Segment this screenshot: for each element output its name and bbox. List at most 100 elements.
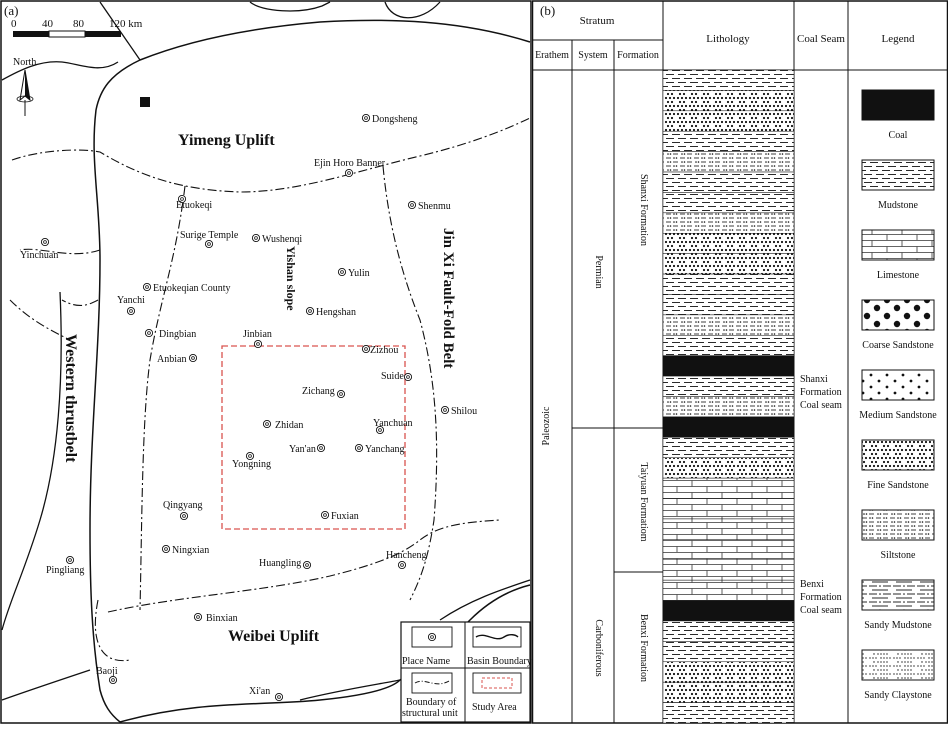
svg-text:Shilou: Shilou <box>451 406 477 417</box>
place-marker: Suide <box>381 371 413 382</box>
lithology-layer-limestone <box>662 579 795 601</box>
coal-seam-benxi: Benxi Formation Coal seam <box>800 579 842 616</box>
lithology-layer-mudstone <box>662 171 795 193</box>
key-basin-boundary: Basin Boundary <box>467 656 532 667</box>
fault-lines <box>1 1 531 721</box>
lithology-layer-mudstone <box>662 437 795 458</box>
lithology-layer-mudstone <box>662 130 795 152</box>
header-formation: Formation <box>617 50 659 61</box>
place-marker: Etuokeqian County <box>142 282 231 294</box>
svg-text:Anbian: Anbian <box>157 354 186 365</box>
svg-text:Yulin: Yulin <box>348 268 370 279</box>
legend-label-fine: Fine Sandstone <box>867 480 929 491</box>
place-marker: Shilou <box>440 405 477 417</box>
place-marker: Dingbian <box>144 328 196 340</box>
svg-text:Yanchi: Yanchi <box>117 295 145 306</box>
lithology-layer-mudstone <box>662 273 795 295</box>
lithology-layer-mudstone <box>662 335 795 356</box>
scale-tick-40: 40 <box>42 18 54 30</box>
erathem-label: Paleozoic <box>541 406 552 445</box>
legend-label-limestone: Limestone <box>877 270 920 281</box>
header-lithology: Lithology <box>706 33 750 45</box>
lithology-layer-siltstone <box>662 314 795 336</box>
lithology-layer-mudstone <box>662 192 795 214</box>
svg-text:Etuokeqian County: Etuokeqian County <box>153 283 231 294</box>
legend-swatch-coarse <box>861 299 935 331</box>
region-weibei-uplift: Weibei Uplift <box>228 628 320 645</box>
place-marker: Surige Temple <box>180 230 239 249</box>
scale-tick-80: 80 <box>73 18 85 30</box>
formation-benxi: Benxi Formation <box>638 614 649 682</box>
svg-text:Baoji: Baoji <box>96 666 118 677</box>
key-place-name: Place Name <box>402 656 451 667</box>
svg-text:Zhidan: Zhidan <box>275 420 303 431</box>
coal-seam-shanxi: Shanxi Formation Coal seam <box>800 374 842 411</box>
structural-boundaries <box>9 117 531 662</box>
scale-tick-0: 0 <box>11 18 17 30</box>
lithology-layer-limestone <box>662 498 795 520</box>
svg-text:Yongning: Yongning <box>232 459 271 470</box>
legend-swatch-coal <box>861 89 935 121</box>
svg-text:Xi'an: Xi'an <box>249 686 270 697</box>
stratigraphic-panel: (b) Stratum Erathem System Formation Lit… <box>531 0 948 724</box>
svg-text:Yanchuan: Yanchuan <box>373 418 413 429</box>
svg-text:Etuokeqi: Etuokeqi <box>176 200 212 211</box>
lithology-column <box>662 69 795 724</box>
svg-text:Shanxi: Shanxi <box>800 374 828 385</box>
header-coal-seam: Coal Seam <box>797 33 845 45</box>
svg-text:Hengshan: Hengshan <box>316 307 356 318</box>
place-marker: Fuxian <box>320 510 359 522</box>
place-marker: Yulin <box>337 267 370 279</box>
places: Dongsheng Ejin Horo Banner Shenmu Etuoke… <box>20 113 477 702</box>
svg-text:Binxian: Binxian <box>206 613 238 624</box>
lithology-layer-coal <box>662 355 795 377</box>
lithology-layer-mudstone <box>662 702 795 724</box>
lithology-layer-coal <box>662 416 795 438</box>
legend-swatch-limestone <box>861 229 935 261</box>
svg-text:Wushenqi: Wushenqi <box>262 234 302 245</box>
place-marker: Yanchuan <box>373 418 413 435</box>
svg-text:Qingyang: Qingyang <box>163 500 202 511</box>
svg-text:Coal seam: Coal seam <box>800 400 842 411</box>
legend-label-coarse: Coarse Sandstone <box>862 340 934 351</box>
svg-text:Yan'an: Yan'an <box>289 444 316 455</box>
place-marker: Ningxian <box>161 544 209 556</box>
lithology-layer-mudstone <box>662 641 795 663</box>
north-label: North <box>13 57 36 68</box>
place-marker: Zichang <box>302 386 346 399</box>
header-stratum: Stratum <box>580 15 615 27</box>
svg-text:Yanchang: Yanchang <box>365 444 405 455</box>
svg-text:Formation: Formation <box>800 387 842 398</box>
legend-swatch-sandyclay <box>861 649 935 681</box>
legend-label-siltstone: Siltstone <box>880 550 916 561</box>
key-structural-line1: Boundary of <box>406 697 457 708</box>
formation-taiyuan: Taiyuan Formatiom <box>638 462 649 541</box>
legend-swatch-mudstone <box>861 159 935 191</box>
lithology-layer-coal <box>662 600 795 622</box>
system-permian: Permian <box>593 255 604 288</box>
place-marker: Pingliang <box>46 555 84 576</box>
legend-label-sandyclay: Sandy Claystone <box>864 690 932 701</box>
region-yimeng-uplift: Yimeng Uplift <box>178 132 275 149</box>
legend-swatch-medium <box>861 369 935 401</box>
place-marker: Wushenqi <box>251 233 302 245</box>
lithology-layer-siltstone <box>662 396 795 418</box>
lithology-layer-siltstone <box>662 151 795 173</box>
lithology-layer-fine <box>662 457 795 479</box>
legend-swatch-fine <box>861 439 935 471</box>
svg-text:Coal seam: Coal seam <box>800 605 842 616</box>
lithology-layer-limestone <box>662 559 795 581</box>
header-erathem: Erathem <box>535 50 569 61</box>
legend-label-coal: Coal <box>889 130 908 141</box>
svg-text:Dingbian: Dingbian <box>159 329 196 340</box>
legend-label-mudstone: Mudstone <box>878 200 919 211</box>
map-key: Place Name Basin Boundary Boundary of st… <box>400 621 532 723</box>
region-yishan-slope: Yishan slope <box>284 246 298 311</box>
svg-text:Jinbian: Jinbian <box>243 329 272 340</box>
place-marker: Yinchuan <box>20 237 58 261</box>
scale-bar: 0 40 80 120 km <box>11 18 143 38</box>
legend-label-medium: Medium Sandstone <box>859 410 937 421</box>
legend-swatch-sandymud <box>861 579 935 611</box>
key-structural-line2: structural unit <box>402 708 458 719</box>
